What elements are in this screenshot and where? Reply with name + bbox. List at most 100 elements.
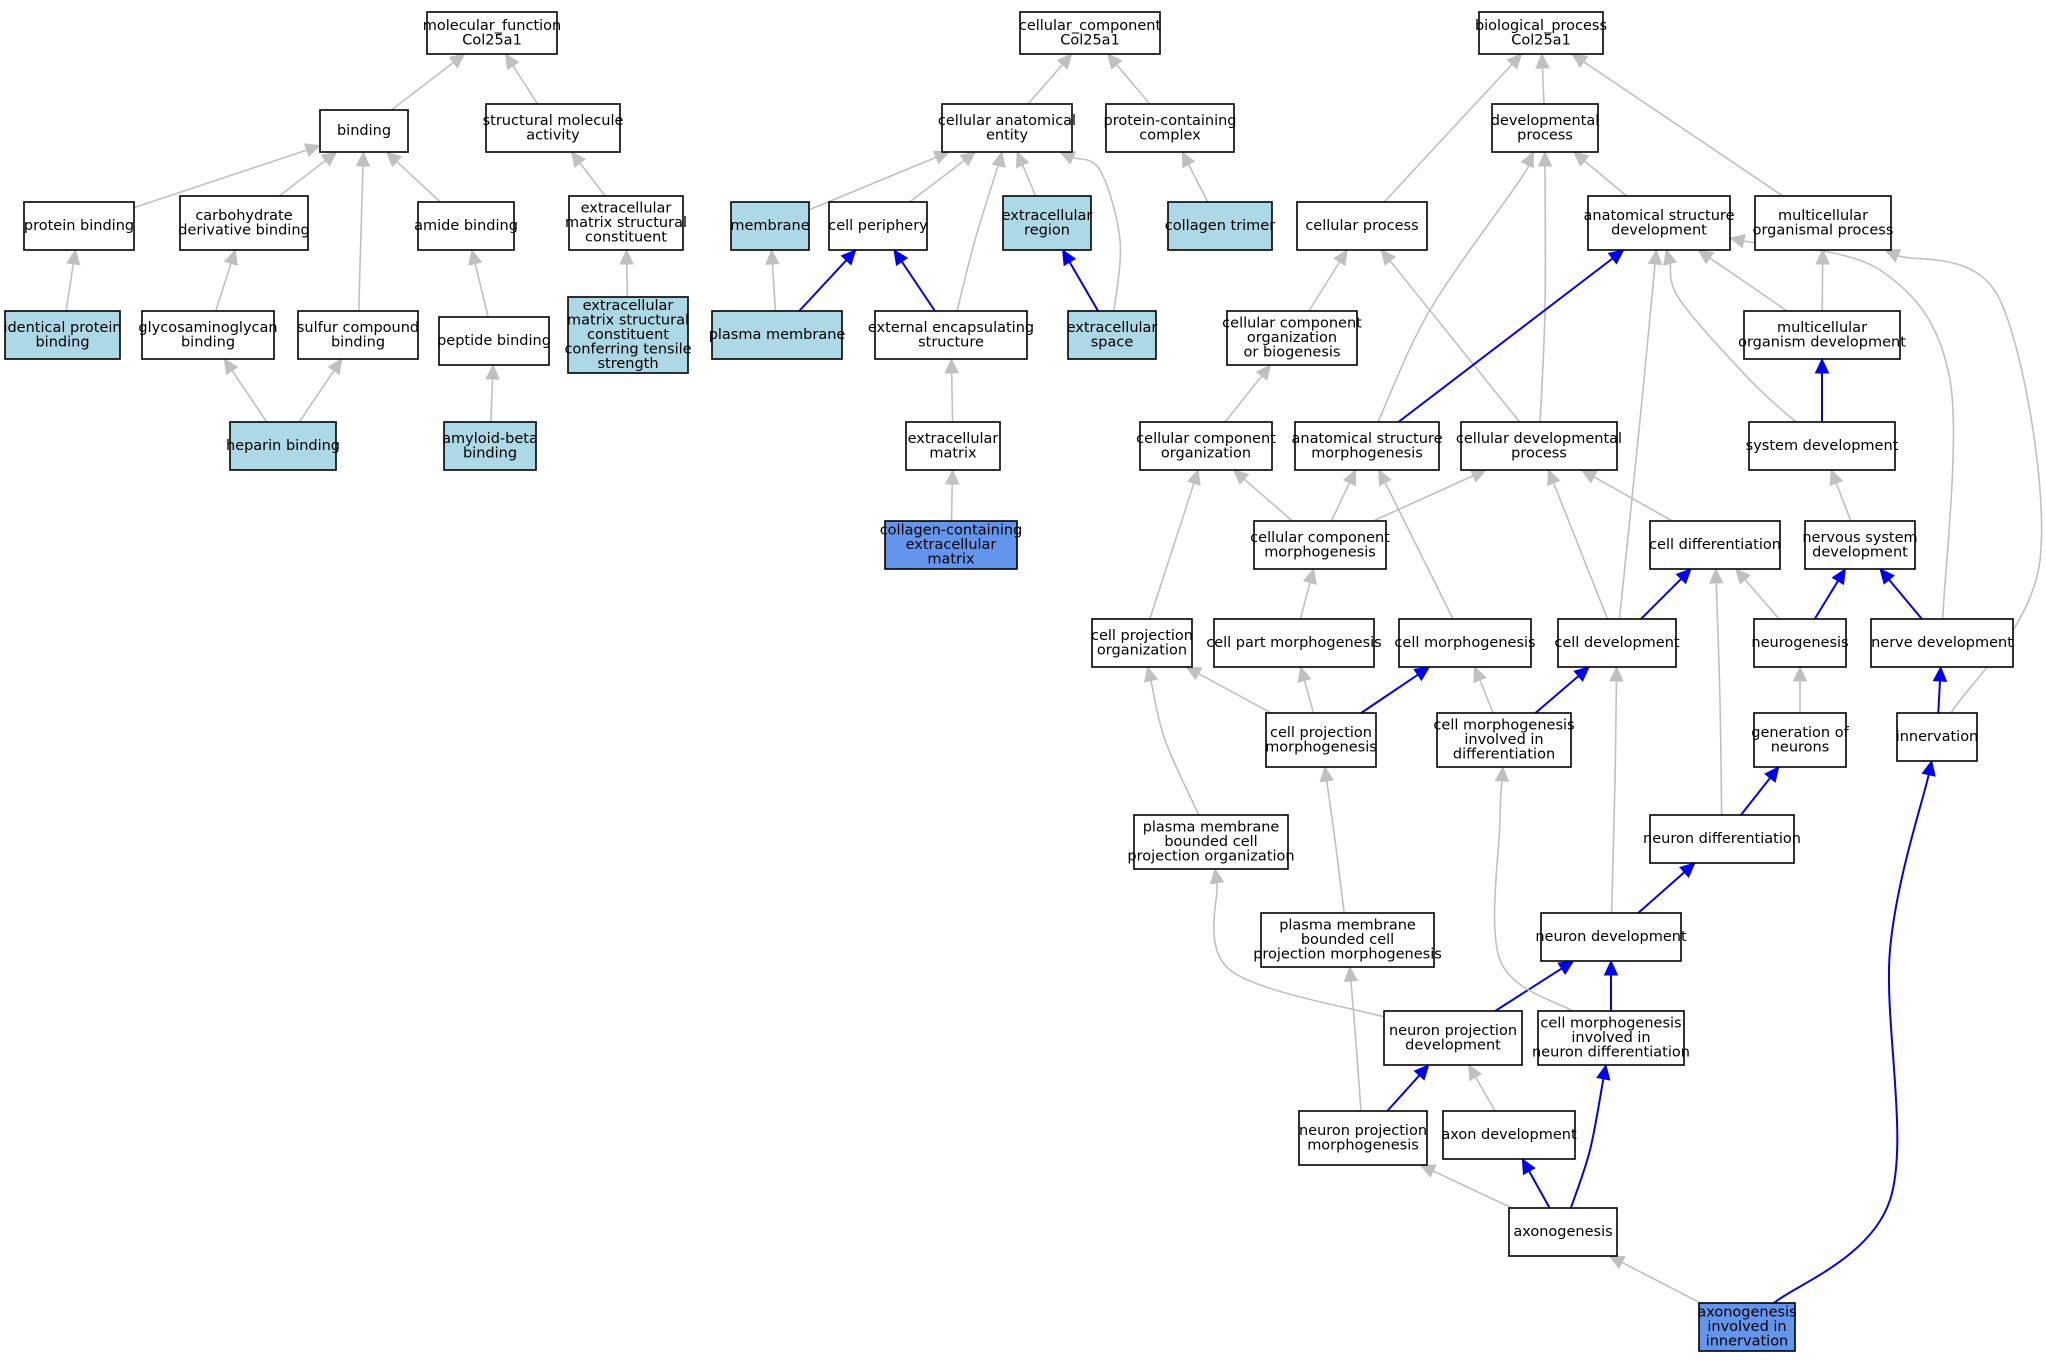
edge-arrowhead (1548, 470, 1560, 485)
edge-line (1612, 681, 1617, 913)
edge-arrowhead (934, 151, 949, 163)
go-term-node-membrane[interactable]: membrane (730, 202, 809, 250)
node-label-line: constituent (585, 230, 667, 246)
go-term-node-binding[interactable]: binding (320, 110, 408, 152)
go-term-node-protein-binding[interactable]: protein binding (24, 202, 134, 250)
edge-line (1889, 580, 1922, 619)
edge-line (952, 373, 953, 422)
go-term-node-axon-development[interactable]: axon development (1441, 1111, 1577, 1159)
edge-line (910, 160, 965, 202)
edge-neuron_projection_morphogenesis-to-pm_bounded_cell_projection_morph (1344, 967, 1361, 1111)
edge-nervous_system_development-to-system_development (1830, 470, 1851, 521)
edge-arrowhead (1649, 250, 1662, 265)
go-term-node-cell-part-morphogenesis[interactable]: cell part morphogenesis (1206, 619, 1382, 667)
go-term-node-system-development[interactable]: system development (1746, 422, 1899, 470)
edge-line (1476, 1077, 1496, 1111)
edge-line (232, 371, 267, 422)
node-label-line: protein binding (24, 218, 134, 234)
go-term-node-cellular-process[interactable]: cellular process (1297, 202, 1427, 250)
go-term-node-cell-morphogenesis[interactable]: cell morphogenesis (1394, 619, 1535, 667)
edge-arrowhead (305, 144, 320, 156)
edge-arrowhead (450, 54, 465, 68)
edge-line (216, 263, 231, 311)
edge-arrowhead (946, 470, 959, 484)
go-term-node-cell-differentiation[interactable]: cell differentiation (1649, 521, 1781, 569)
go-term-node-cell-development[interactable]: cell development (1554, 619, 1680, 667)
edge-line (1150, 483, 1194, 619)
edge-line (1584, 62, 1783, 196)
edge-line (1244, 479, 1292, 521)
go-term-node-heparin-binding[interactable]: heparin binding (226, 422, 340, 470)
edge-carbohydrate_derivative_binding-to-binding (279, 152, 336, 196)
go-term-node-axonogenesis[interactable]: axonogenesis (1509, 1208, 1617, 1256)
edge-line (1745, 580, 1779, 619)
go-term-node-nerve-development[interactable]: nerve development (1871, 619, 2013, 667)
edge-line (951, 484, 952, 521)
edge-collagen_trimer-to-protein_containing_complex (1182, 152, 1208, 202)
go-term-node-innervation[interactable]: innervation (1896, 713, 1979, 761)
edge-external_encapsulating_structure-to-cellular_anatomical_entity (957, 152, 1005, 311)
edge-line (397, 162, 440, 202)
node-label-line: system development (1746, 438, 1899, 454)
go-term-node-neuron-differentiation[interactable]: neuron differentiation (1643, 815, 1801, 863)
edge-arrowhead (1610, 667, 1623, 681)
edge-axon_development-to-neuron_projection_development (1469, 1065, 1496, 1111)
edge-extracellular_matrix-to-external_encapsulating_structure (945, 359, 958, 422)
edge-arrowhead (1145, 667, 1158, 682)
go-term-node-neuron-development[interactable]: neuron development (1535, 913, 1687, 961)
go-term-node-collagen-trimer[interactable]: collagen trimer (1165, 202, 1275, 250)
go-term-node-plasma-membrane[interactable]: plasma membrane (709, 311, 846, 359)
edge-arrowhead (356, 152, 369, 166)
go-term-node-amide-binding[interactable]: amide binding (414, 202, 518, 250)
edge-neuron_differentiation-to-cell_differentiation (1710, 569, 1723, 815)
node-label-line: neurons (1771, 739, 1830, 755)
edge-line (1398, 258, 1612, 422)
edge-cell_projection_morphogenesis-to-cell_morphogenesis (1361, 667, 1429, 713)
go-term-node-cell-periphery[interactable]: cell periphery (828, 202, 928, 250)
edge-developmental_process-to-bp_root (1536, 54, 1549, 104)
go-term-node-peptide-binding[interactable]: peptide binding (437, 317, 551, 365)
edge-neurogenesis-to-nervous_system_development (1815, 569, 1846, 619)
go-term-node-neurogenesis[interactable]: neurogenesis (1751, 619, 1848, 667)
edge-arrowhead (1572, 54, 1587, 67)
edge-multicellular_organismal_process-to-bp_root (1572, 54, 1783, 196)
